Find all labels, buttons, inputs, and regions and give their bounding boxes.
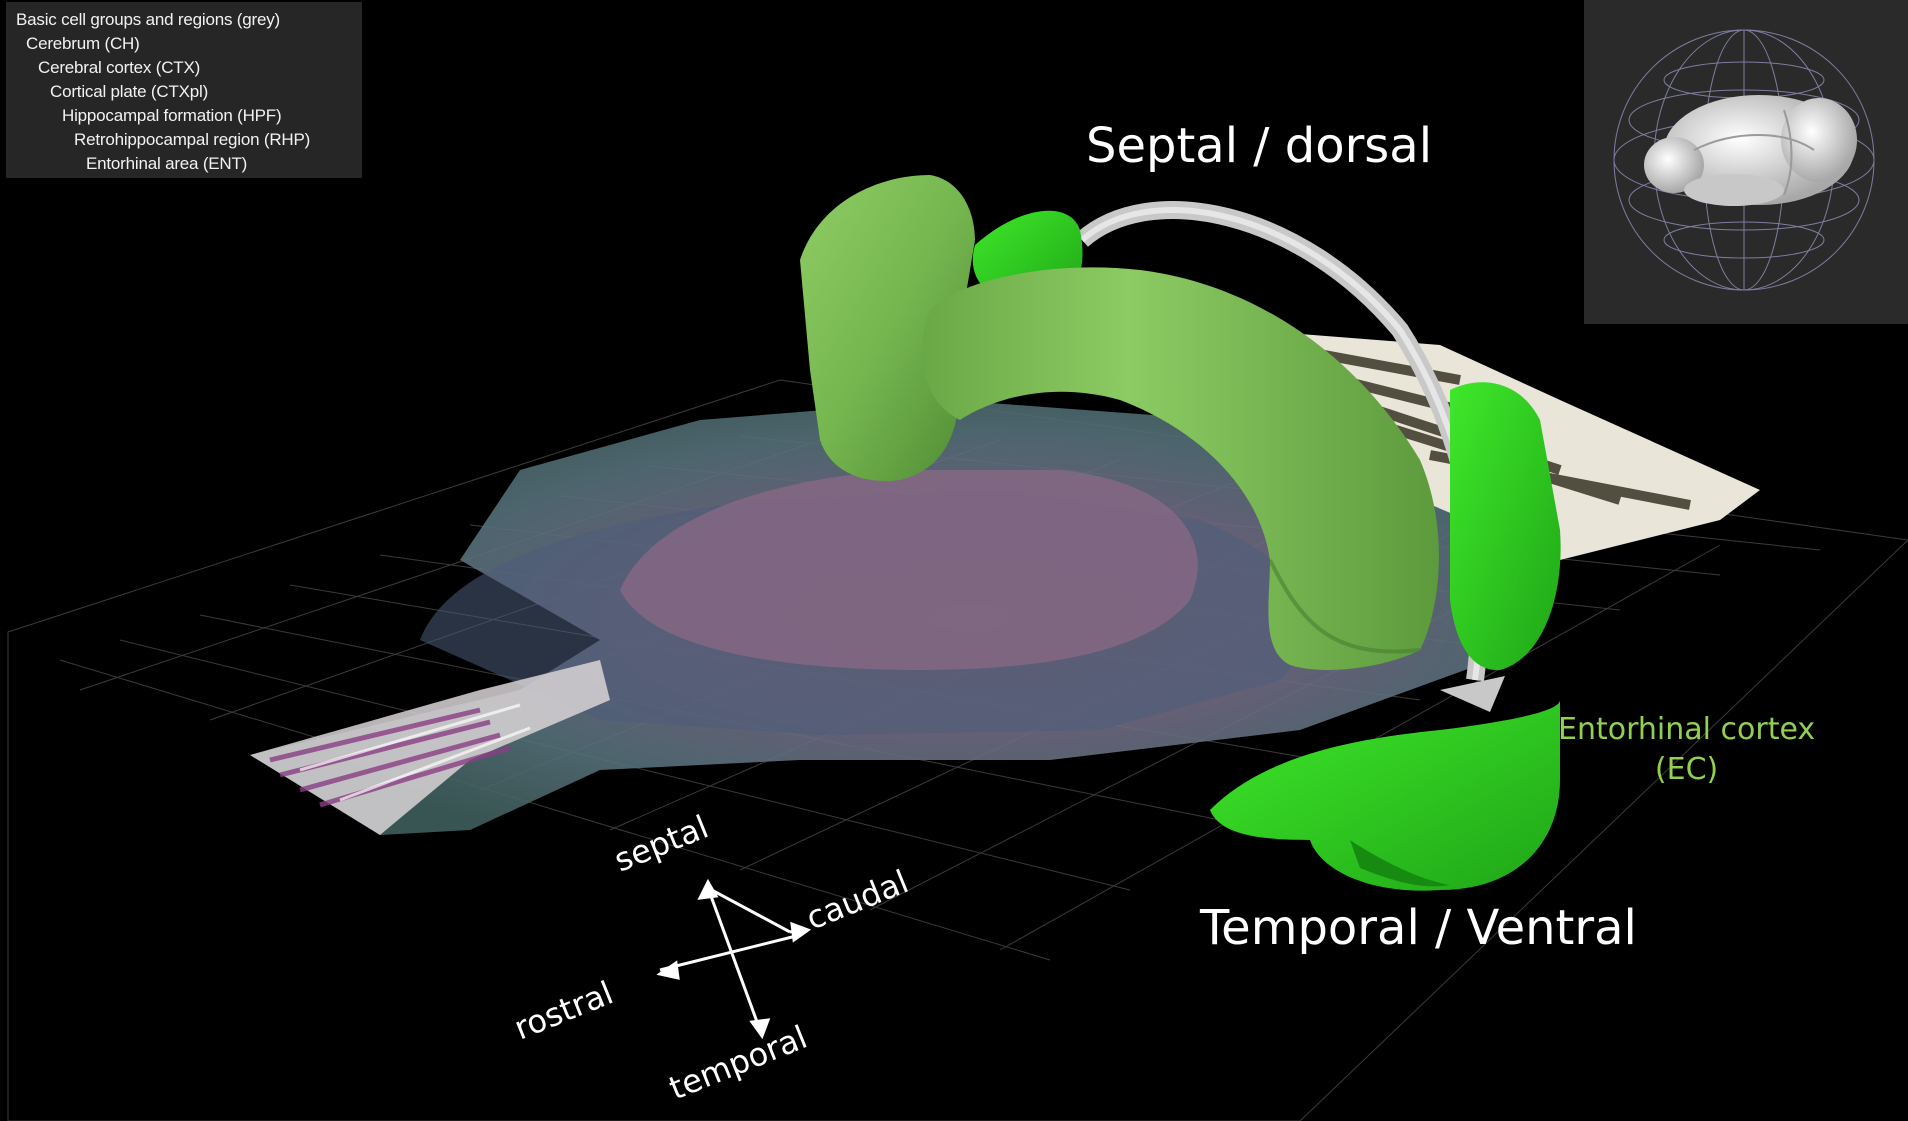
axis-label-caudal: caudal bbox=[801, 862, 914, 937]
hierarchy-item-cerebrum[interactable]: Cerebrum (CH) bbox=[16, 32, 362, 56]
orientation-widget[interactable] bbox=[1584, 0, 1908, 324]
hierarchy-item-hippocampal-formation[interactable]: Hippocampal formation (HPF) bbox=[16, 104, 362, 128]
temporal-ventral-label: Temporal / Ventral bbox=[1200, 900, 1637, 956]
orientation-axes bbox=[660, 882, 808, 1036]
hierarchy-item-retrohippocampal-region[interactable]: Retrohippocampal region (RHP) bbox=[16, 128, 362, 152]
structure-hierarchy-panel: Basic cell groups and regions (grey) Cer… bbox=[6, 2, 362, 178]
hierarchy-item-basic-cell-groups[interactable]: Basic cell groups and regions (grey) bbox=[16, 8, 362, 32]
axis-label-temporal: temporal bbox=[664, 1018, 813, 1108]
hierarchy-item-entorhinal-area[interactable]: Entorhinal area (ENT) bbox=[16, 152, 362, 176]
entorhinal-cortex-label: Entorhinal cortex (EC) bbox=[1558, 710, 1815, 790]
septal-dorsal-label: Septal / dorsal bbox=[1086, 118, 1432, 174]
hierarchy-item-cortical-plate[interactable]: Cortical plate (CTXpl) bbox=[16, 80, 362, 104]
axis-label-rostral: rostral bbox=[509, 974, 619, 1048]
axis-label-septal: septal bbox=[609, 808, 714, 880]
brain-orientation-sphere-icon bbox=[1584, 0, 1908, 324]
brain-model bbox=[1644, 95, 1857, 206]
ec-label-line1: Entorhinal cortex bbox=[1558, 710, 1815, 750]
ec-label-line2: (EC) bbox=[1558, 750, 1815, 790]
hierarchy-item-cerebral-cortex[interactable]: Cerebral cortex (CTX) bbox=[16, 56, 362, 80]
